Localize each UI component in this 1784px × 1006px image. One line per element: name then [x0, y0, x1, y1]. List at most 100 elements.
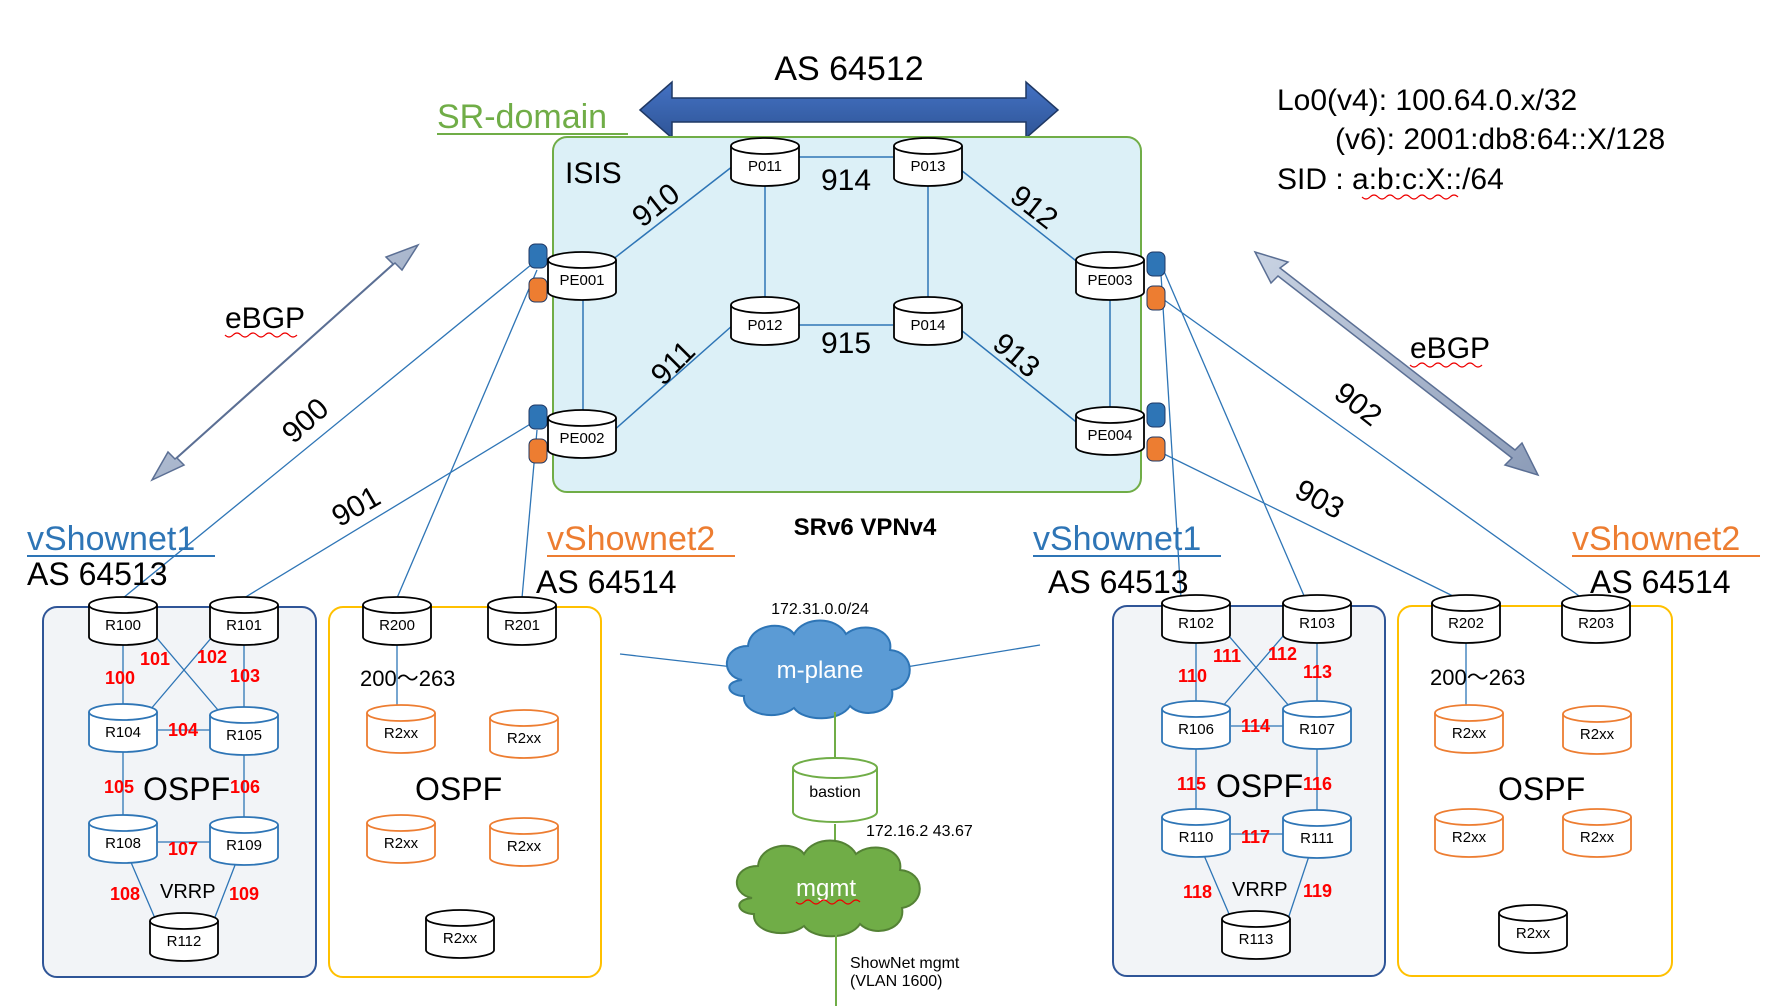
bastion-ip: 172.16.2 43.67	[866, 823, 973, 840]
router-r104: R104	[88, 703, 158, 753]
svg-text:111: 111	[1213, 646, 1241, 666]
svg-text:108: 108	[110, 884, 140, 904]
sid-spellcheck-underline	[1361, 194, 1459, 200]
router-label: R2xx	[1516, 925, 1551, 942]
router-x4: R2xx	[489, 817, 559, 867]
right-vshownet1-vrrp: VRRP	[1232, 879, 1288, 901]
router-x3: R2xx	[366, 814, 436, 864]
router-label: R104	[105, 724, 141, 741]
router-label: R2xx	[1452, 725, 1487, 742]
pe-interface-markers	[528, 243, 1166, 464]
sr-domain-box	[552, 136, 1142, 493]
router-r105: R105	[209, 706, 279, 756]
svg-text:103: 103	[230, 666, 260, 686]
sr-domain-label: SR-domain	[437, 98, 607, 136]
router-label: R2xx	[384, 835, 419, 852]
router-x2: R2xx	[489, 709, 559, 759]
svg-text:104: 104	[168, 720, 198, 740]
left-vshownet1-vrrp: VRRP	[160, 881, 216, 903]
router-label: R203	[1578, 615, 1614, 632]
router-r111: R111	[1282, 809, 1352, 859]
mplane-link-left	[619, 653, 743, 669]
router-r110: R110	[1161, 808, 1231, 858]
router-label: R2xx	[507, 730, 542, 747]
svg-text:100: 100	[105, 668, 135, 688]
right-vshownet1-link-labels: 110 111 112 113 114 115 116 117 118 119	[1177, 644, 1332, 902]
router-r107: R107	[1282, 700, 1352, 750]
router-x1: R2xx	[1434, 704, 1504, 754]
router-label: R112	[167, 933, 202, 950]
router-r108: R108	[88, 814, 158, 864]
router-x5: R2xx	[1498, 904, 1568, 954]
router-x3: R2xx	[1434, 808, 1504, 858]
router-label: R2xx	[443, 930, 478, 947]
svg-text:113: 113	[1303, 662, 1332, 682]
svg-text:105: 105	[104, 777, 134, 797]
svg-text:116: 116	[1303, 774, 1332, 794]
router-label: R201	[504, 617, 540, 634]
svg-text:107: 107	[168, 839, 198, 859]
right-vshownet2-range: 200～263	[1430, 665, 1525, 690]
router-label: R108	[105, 835, 141, 852]
router-label: R109	[226, 837, 262, 854]
router-pe001: PE001	[547, 251, 617, 301]
right-vshownet1-links	[1195, 627, 1318, 929]
mgmt-underline	[795, 899, 861, 905]
mplane-subnet: 172.31.0.0/24	[771, 601, 869, 618]
router-p014: P014	[893, 296, 963, 346]
router-pe002: PE002	[547, 409, 617, 459]
router-r203: R203	[1561, 594, 1631, 644]
router-r100: R100	[88, 596, 158, 646]
router-x5: R2xx	[425, 909, 495, 959]
router-label: R2xx	[1452, 829, 1487, 846]
ebgp-left-label: eBGP	[225, 302, 305, 335]
as-double-arrow	[638, 80, 1060, 140]
router-p013: P013	[893, 137, 963, 187]
router-label: P013	[910, 158, 945, 175]
right-vshownet1-ospf: OSPF	[1216, 768, 1303, 804]
ebgp-right-label: eBGP	[1410, 332, 1490, 365]
router-label: PE001	[559, 272, 604, 289]
left-vshownet2-ospf: OSPF	[415, 771, 502, 807]
router-label: R110	[1179, 829, 1214, 846]
ebgp-right-arrow	[1253, 250, 1540, 477]
left-vshownet2-as: AS 64514	[536, 564, 677, 600]
router-p012: P012	[730, 296, 800, 346]
srv6-vpnv4-label: SRv6 VPNv4	[794, 514, 937, 541]
router-label: R2xx	[1580, 829, 1615, 846]
left-vshownet2-label: vShownet2	[547, 520, 715, 558]
router-label: PE002	[559, 430, 604, 447]
router-label: PE004	[1087, 427, 1132, 444]
left-vshownet1-box	[42, 606, 317, 978]
link-900: 900	[276, 392, 335, 450]
left-vshownet1-as: AS 64513	[27, 556, 168, 592]
mplane-cloud	[725, 619, 911, 720]
lo0-v4-text: Lo0(v4): 100.64.0.x/32	[1277, 84, 1577, 117]
router-pe003: PE003	[1075, 251, 1145, 301]
svg-text:110: 110	[1178, 666, 1207, 686]
router-p011: P011	[730, 137, 800, 187]
router-label: R105	[226, 727, 262, 744]
router-label: R113	[1239, 931, 1274, 948]
router-label: R200	[379, 617, 415, 634]
svg-text:102: 102	[197, 647, 227, 667]
link-901: 901	[326, 480, 386, 534]
shownet-mgmt-label: ShowNet mgmt	[850, 955, 960, 972]
right-vshownet2-label: vShownet2	[1572, 520, 1740, 558]
router-label: R103	[1299, 615, 1335, 632]
router-x4: R2xx	[1562, 808, 1632, 858]
mplane-link-right	[899, 644, 1041, 669]
mplane-label: m-plane	[777, 657, 864, 684]
vlan-label: (VLAN 1600)	[850, 973, 943, 990]
svg-text:109: 109	[229, 884, 259, 904]
mgmt-cloud	[735, 839, 921, 938]
router-label: R2xx	[1580, 726, 1615, 743]
router-x2: R2xx	[1562, 705, 1632, 755]
router-label: P011	[748, 158, 782, 175]
router-r200: R200	[362, 596, 432, 646]
left-vshownet1-ospf: OSPF	[143, 771, 230, 807]
router-r201: R201	[487, 596, 557, 646]
isis-label: ISIS	[565, 157, 622, 190]
sid-text: SID : a:b:c:X::/64	[1277, 163, 1504, 196]
